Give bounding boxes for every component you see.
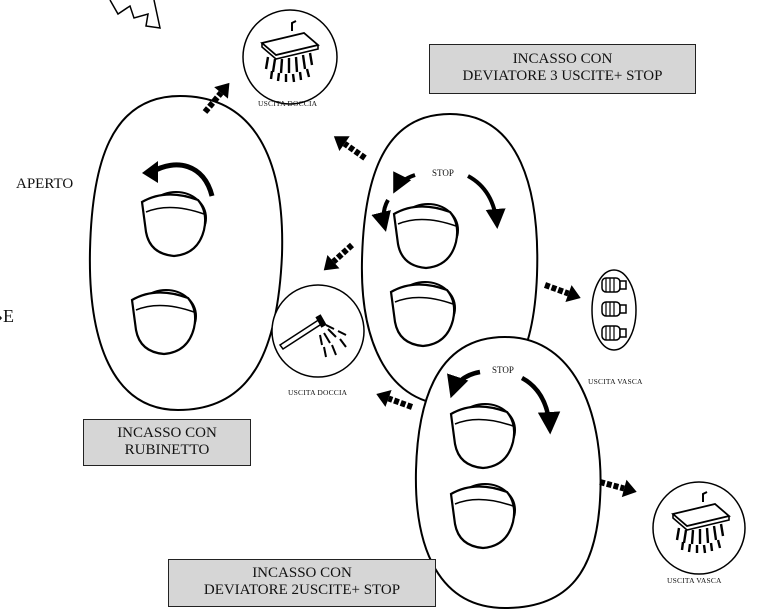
arrow-right-dev3: [541, 276, 584, 307]
sunburst-shape: [109, 0, 161, 29]
arrow-upleft-dev3: [328, 128, 371, 166]
arrow-downleft-dev3: [317, 238, 359, 278]
label-cut-letter: ›E: [0, 306, 14, 327]
caption-deviatore-2-line2: DEVIATORE 2USCITE+ STOP: [203, 582, 401, 598]
label-uscita-doccia-mid: USCITA DOCCIA: [288, 388, 348, 397]
panel-rubinetto: [88, 94, 284, 412]
caption-deviatore-3-line2: DEVIATORE 3 USCITE+ STOP: [462, 68, 663, 84]
caption-deviatore-3: INCASSO CON DEVIATORE 3 USCITE+ STOP: [429, 44, 696, 94]
caption-rubinetto-line2: RUBINETTO: [124, 442, 210, 458]
caption-deviatore-2: INCASSO CON DEVIATORE 2USCITE+ STOP: [168, 559, 436, 607]
stop-label-2: STOP: [492, 365, 514, 375]
cut-letter-text: E: [3, 306, 14, 326]
caption-rubinetto-line1: INCASSO CON: [117, 425, 217, 441]
outlet-body-jets: [591, 269, 637, 351]
outlet-shower-top: [242, 9, 338, 105]
label-uscita-vasca-mid: USCITA VASCA: [588, 377, 643, 386]
panel-deviatore-3: STOP: [360, 112, 539, 407]
panel-deviatore-2: STOP: [414, 335, 602, 610]
label-uscita-vasca-bottom: USCITA VASCA: [667, 576, 722, 585]
arrow-right-dev2: [597, 473, 640, 501]
stop-label-1: STOP: [432, 168, 454, 178]
caption-rubinetto: INCASSO CON RUBINETTO: [83, 419, 251, 466]
label-aperto: APERTO: [16, 176, 74, 192]
caption-deviatore-3-line1: INCASSO CON: [512, 51, 613, 67]
outlet-shower-bottom: [652, 481, 746, 575]
label-uscita-doccia-top: USCITA DOCCIA: [258, 99, 318, 108]
outlet-handshower: [271, 284, 365, 378]
caption-deviatore-2-line1: INCASSO CON: [252, 565, 352, 581]
